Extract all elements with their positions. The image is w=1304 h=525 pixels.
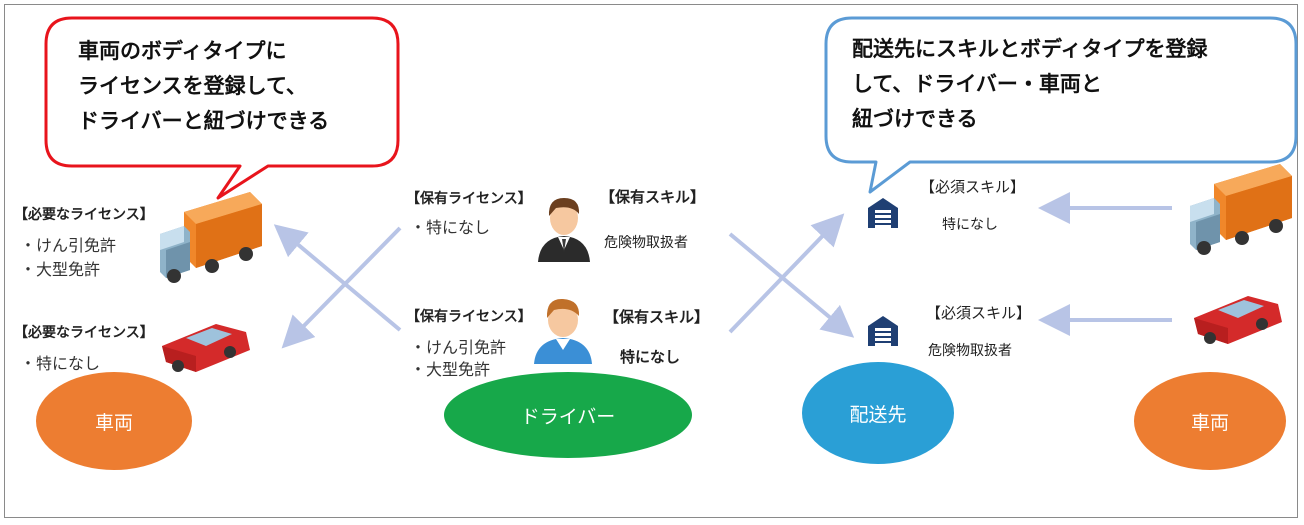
- red-car-icon: [1194, 296, 1282, 344]
- driver-2-license-2: ・大型免許: [410, 360, 491, 379]
- driver-2-skill: 特になし: [620, 348, 681, 366]
- arrow-driver2-to-dest1: [728, 213, 845, 334]
- vehicle-left-1-item-1: ・けん引免許: [20, 236, 117, 255]
- vehicle-left-2-item-1: ・特になし: [20, 354, 101, 373]
- destination-label: 配送先: [849, 403, 907, 426]
- destination-1-skill-title: 【必須スキル】: [920, 178, 1026, 196]
- callout-left-line-2: ライセンスを登録して、: [78, 74, 307, 98]
- warehouse-icon: [868, 316, 898, 346]
- driver-2-license-title: 【保有ライセンス】: [406, 309, 532, 325]
- driver-suit-icon: [538, 198, 590, 262]
- warehouse-icon: [868, 198, 898, 228]
- driver-2-skill-title: 【保有スキル】: [604, 308, 710, 326]
- vehicle-right-oval: 車両: [1134, 372, 1286, 470]
- vehicle-right-label: 車両: [1190, 411, 1229, 434]
- destination-2-skill-title: 【必須スキル】: [926, 304, 1032, 322]
- vehicle-left-1-item-2: ・大型免許: [20, 260, 101, 279]
- callout-right-line-3: 紐づけできる: [852, 107, 978, 131]
- vehicle-left-oval: 車両: [36, 372, 192, 470]
- vehicle-left-2-title: 【必要なライセンス】: [14, 325, 154, 341]
- callout-right-line-2: して、ドライバー・車両と: [852, 72, 1102, 96]
- arrow-driver2-to-vehicle1: [273, 224, 402, 332]
- driver-1-license-1: ・特になし: [410, 218, 491, 237]
- callout-left-line-3: ドライバーと紐づけできる: [78, 109, 330, 133]
- callout-right-line-1: 配送先にスキルとボディタイプを登録: [852, 37, 1208, 61]
- callout-left-line-1: 車両のボディタイプに: [78, 39, 287, 63]
- driver-2-license-1: ・けん引免許: [410, 338, 507, 357]
- driver-blue-shirt-icon: [534, 298, 592, 364]
- driver-label: ドライバー: [520, 405, 616, 428]
- driver-oval: ドライバー: [444, 372, 692, 458]
- destination-1-skill: 特になし: [942, 217, 998, 233]
- vehicle-left-label: 車両: [94, 411, 133, 434]
- arrow-driver1-to-dest2: [728, 232, 855, 338]
- orange-truck-icon: [160, 192, 262, 283]
- vehicle-left-1-title: 【必要なライセンス】: [14, 207, 154, 223]
- orange-truck-icon: [1190, 164, 1292, 255]
- destination-2-skill: 危険物取扱者: [928, 343, 1012, 359]
- destination-oval: 配送先: [802, 362, 954, 464]
- driver-1-skill-title: 【保有スキル】: [600, 188, 706, 206]
- driver-1-license-title: 【保有ライセンス】: [406, 191, 532, 207]
- driver-1-skill: 危険物取扱者: [604, 235, 688, 251]
- red-car-icon: [162, 324, 250, 372]
